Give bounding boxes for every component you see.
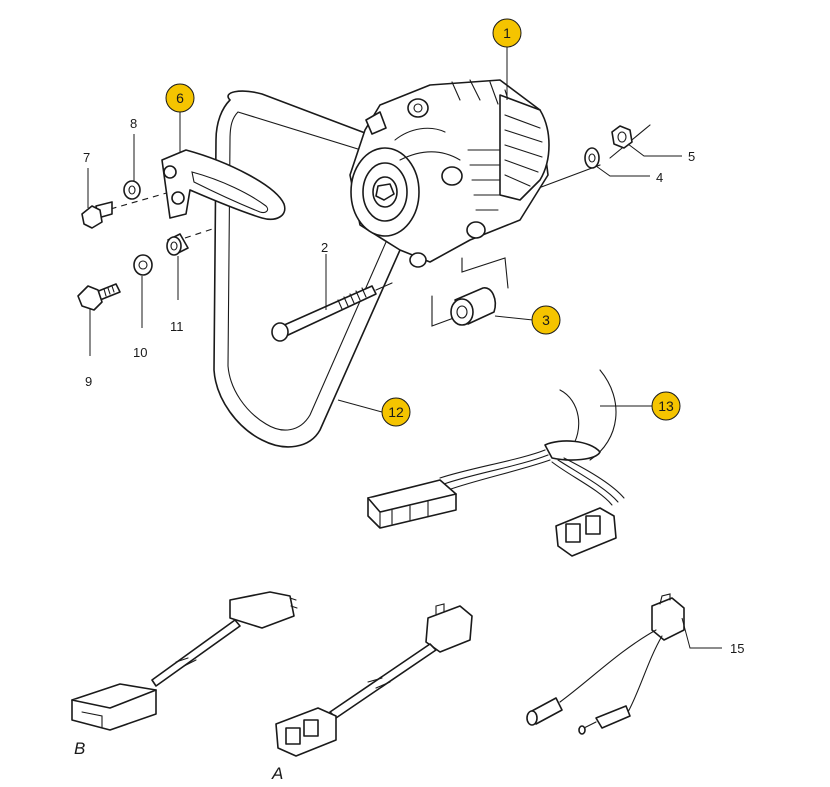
cable-b bbox=[71, 591, 298, 731]
callout-1-badge bbox=[492, 18, 522, 48]
label-7: 7 bbox=[83, 150, 90, 165]
label-4: 4 bbox=[656, 170, 663, 185]
callout-6-badge bbox=[165, 83, 195, 113]
callout-1-text: 1 bbox=[503, 25, 511, 41]
leader-3 bbox=[494, 315, 534, 321]
callout-1: 1 bbox=[492, 18, 522, 48]
bush-11 bbox=[166, 233, 189, 256]
nut-5 bbox=[611, 125, 633, 149]
variant-label-b: B bbox=[74, 739, 85, 758]
callout-13-text: 13 bbox=[658, 398, 674, 414]
bolt-9 bbox=[77, 283, 121, 311]
label-15: 15 bbox=[730, 641, 744, 656]
test-lead bbox=[526, 593, 685, 735]
washer-8 bbox=[123, 180, 141, 200]
leader-4 bbox=[595, 165, 650, 177]
callout-6: 6 bbox=[165, 83, 195, 113]
bolt-7 bbox=[81, 201, 113, 229]
callout-12-badge bbox=[381, 397, 411, 427]
label-11: 11 bbox=[170, 319, 184, 334]
adjuster-bracket bbox=[161, 149, 286, 220]
harness-adapter bbox=[367, 369, 625, 557]
callout-13: 13 bbox=[651, 391, 681, 421]
leader-5 bbox=[627, 143, 682, 157]
callout-3-badge bbox=[531, 305, 561, 335]
label-5: 5 bbox=[688, 149, 695, 164]
label-9: 9 bbox=[85, 374, 92, 389]
through-bolt bbox=[271, 282, 393, 342]
callout-3-text: 3 bbox=[542, 312, 550, 328]
label-10: 10 bbox=[133, 345, 147, 360]
washer-10 bbox=[133, 254, 153, 276]
callout-12: 12 bbox=[381, 397, 411, 427]
label-2: 2 bbox=[321, 240, 328, 255]
callout-12-text: 12 bbox=[388, 404, 404, 420]
variant-label-a: A bbox=[271, 764, 283, 783]
spacer-sleeve bbox=[431, 257, 509, 327]
callout-6-text: 6 bbox=[176, 90, 184, 106]
callout-3: 3 bbox=[531, 305, 561, 335]
alternator bbox=[349, 79, 550, 268]
leader-12 bbox=[337, 399, 383, 413]
cable-a bbox=[275, 603, 473, 757]
washer-4 bbox=[584, 147, 600, 169]
leader-15 bbox=[681, 617, 722, 649]
label-8: 8 bbox=[130, 116, 137, 131]
callout-13-badge bbox=[651, 391, 681, 421]
